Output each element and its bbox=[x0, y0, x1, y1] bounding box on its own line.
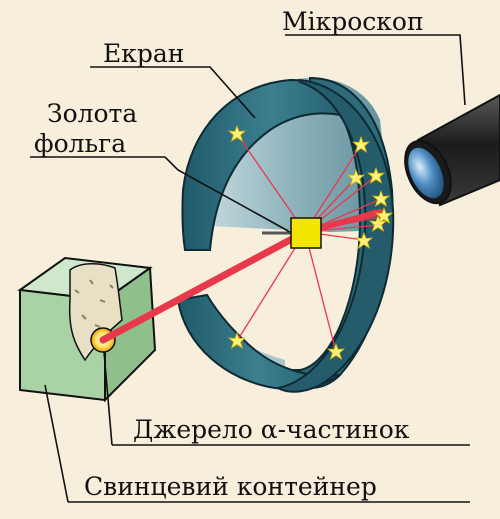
source-label: Джерело α-частинок bbox=[133, 415, 410, 444]
microscope-icon bbox=[404, 93, 500, 207]
microscope-label: Мікроскоп bbox=[282, 7, 424, 36]
gold-foil-icon bbox=[262, 217, 322, 249]
lead-container-icon bbox=[17, 256, 157, 403]
foil-label-line1: Золота bbox=[47, 99, 137, 128]
container-label: Свинцевий контейнер bbox=[84, 472, 377, 501]
foil-label-line2: фольга bbox=[34, 129, 126, 158]
alpha-beam bbox=[99, 228, 309, 344]
screen-label: Екран bbox=[103, 39, 184, 68]
leader-lines bbox=[30, 34, 470, 503]
ring-screen-icon bbox=[176, 76, 395, 393]
